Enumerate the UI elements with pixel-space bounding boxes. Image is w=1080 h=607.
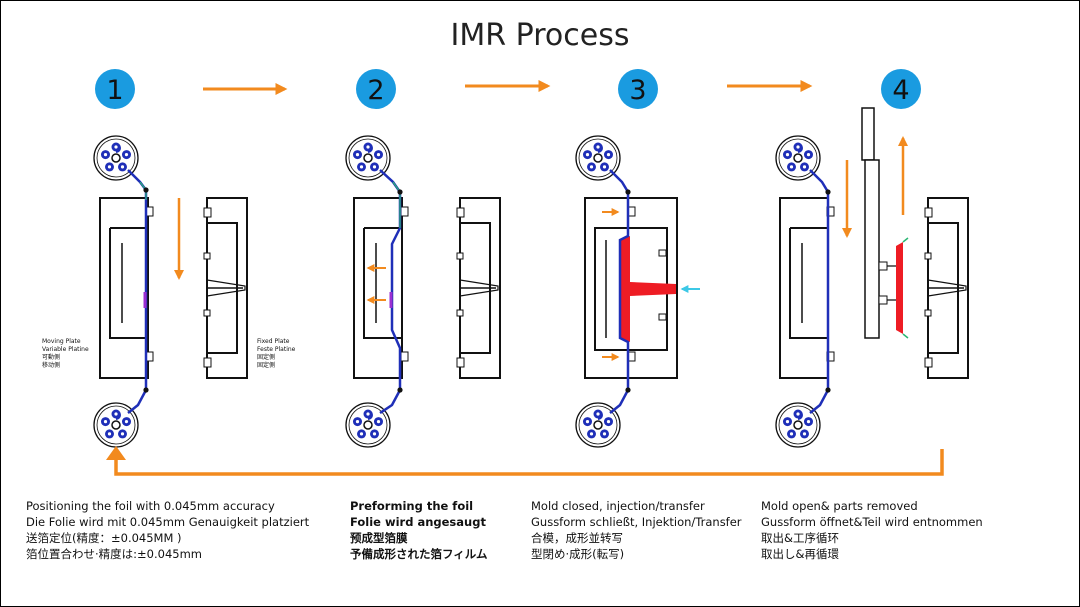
molded-resin (620, 236, 630, 342)
foil-strip (809, 169, 830, 414)
step-number-1: 1 (106, 75, 123, 106)
removed-part (896, 242, 903, 334)
robot-gripper (864, 159, 880, 339)
fixed-plate (203, 197, 248, 379)
robot-arm (861, 107, 875, 161)
step-badge-1: 1 (95, 69, 135, 109)
svg-text:Moving Plate: Moving Plate (42, 338, 81, 345)
svg-text:可動側: 可動側 (42, 353, 60, 361)
step-badge-2: 2 (356, 69, 396, 109)
svg-text:Fixed Plate: Fixed Plate (257, 338, 290, 345)
fixed-plate-label: Fixed Plate Feste Platine 固定側 固定側 (257, 338, 296, 369)
cycle-return-arrowhead-icon (106, 446, 126, 460)
step-4-caption: Mold open& parts removed Gussform öffnet… (761, 499, 983, 561)
injection-channel (630, 282, 676, 296)
step-badge-3: 3 (618, 69, 658, 109)
moving-plate (779, 197, 829, 379)
moving-plate-label: Moving Plate Variable Platine 可動側 移动側 (42, 338, 89, 369)
moving-plate (353, 197, 403, 379)
step-1-caption: Positioning the foil with 0.045mm accura… (26, 499, 310, 561)
step-2-caption: Preforming the foil Folie wird angesaugt… (350, 499, 488, 561)
cycle-return-arrow (114, 449, 944, 476)
stage-3-illustration (575, 135, 700, 448)
svg-text:固定側: 固定側 (257, 361, 275, 369)
svg-text:固定側: 固定側 (257, 353, 275, 361)
stage-1-illustration (93, 135, 248, 448)
foil-strip (127, 169, 148, 414)
step-number-3: 3 (629, 75, 646, 106)
svg-text:Feste Platine: Feste Platine (257, 346, 296, 353)
step-number-2: 2 (367, 75, 384, 106)
svg-text:移动側: 移动側 (42, 361, 60, 369)
step-3-caption: Mold closed, injection/transfer Gussform… (531, 499, 742, 561)
foil-strip (609, 169, 630, 414)
moving-plate (99, 197, 149, 379)
step-badge-4: 4 (881, 69, 921, 109)
stage-4-illustration (775, 107, 969, 448)
fixed-plate (924, 197, 969, 379)
stage-2-illustration (345, 135, 501, 448)
page-title: IMR Process (451, 18, 630, 53)
fixed-plate (456, 197, 501, 379)
step-number-4: 4 (892, 75, 909, 106)
svg-text:Variable Platine: Variable Platine (42, 346, 89, 353)
